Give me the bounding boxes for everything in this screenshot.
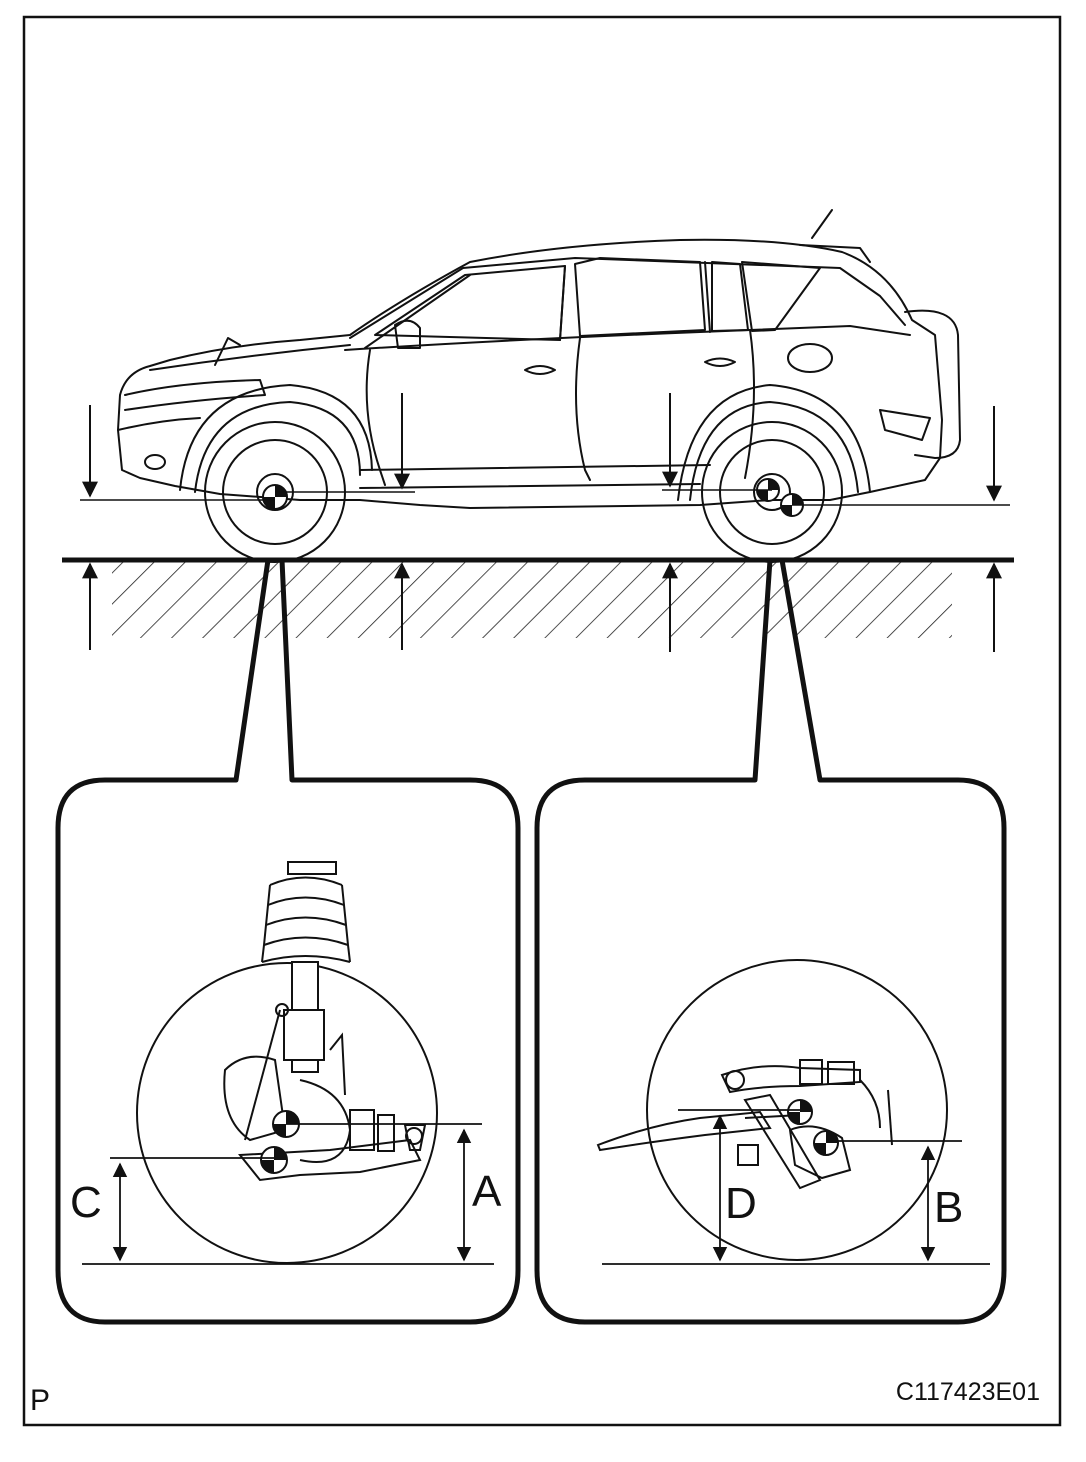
front-detail-targets xyxy=(260,1110,300,1174)
label-b: B xyxy=(934,1183,963,1232)
height-reference-lines xyxy=(80,489,1010,506)
rear-detail-targets xyxy=(787,1099,839,1156)
front-detail-dimensions xyxy=(82,1123,494,1265)
front-suspension-detail xyxy=(136,861,438,1264)
rear-detail-dimensions xyxy=(602,1109,990,1265)
label-c: C xyxy=(70,1178,102,1227)
figure-code: C117423E01 xyxy=(896,1378,1040,1406)
front-hub-target xyxy=(262,484,288,510)
label-a: A xyxy=(472,1167,502,1216)
front-detail-callout xyxy=(55,559,521,1325)
vehicle-side-view xyxy=(117,209,961,509)
rear-hub-target xyxy=(756,478,804,517)
figure-border xyxy=(22,15,1062,1427)
label-d: D xyxy=(725,1179,757,1228)
ground xyxy=(62,557,1014,638)
ground-dimension-arrows xyxy=(82,393,1002,652)
corner-mark: P xyxy=(30,1384,50,1417)
rear-detail-callout xyxy=(534,559,1007,1325)
